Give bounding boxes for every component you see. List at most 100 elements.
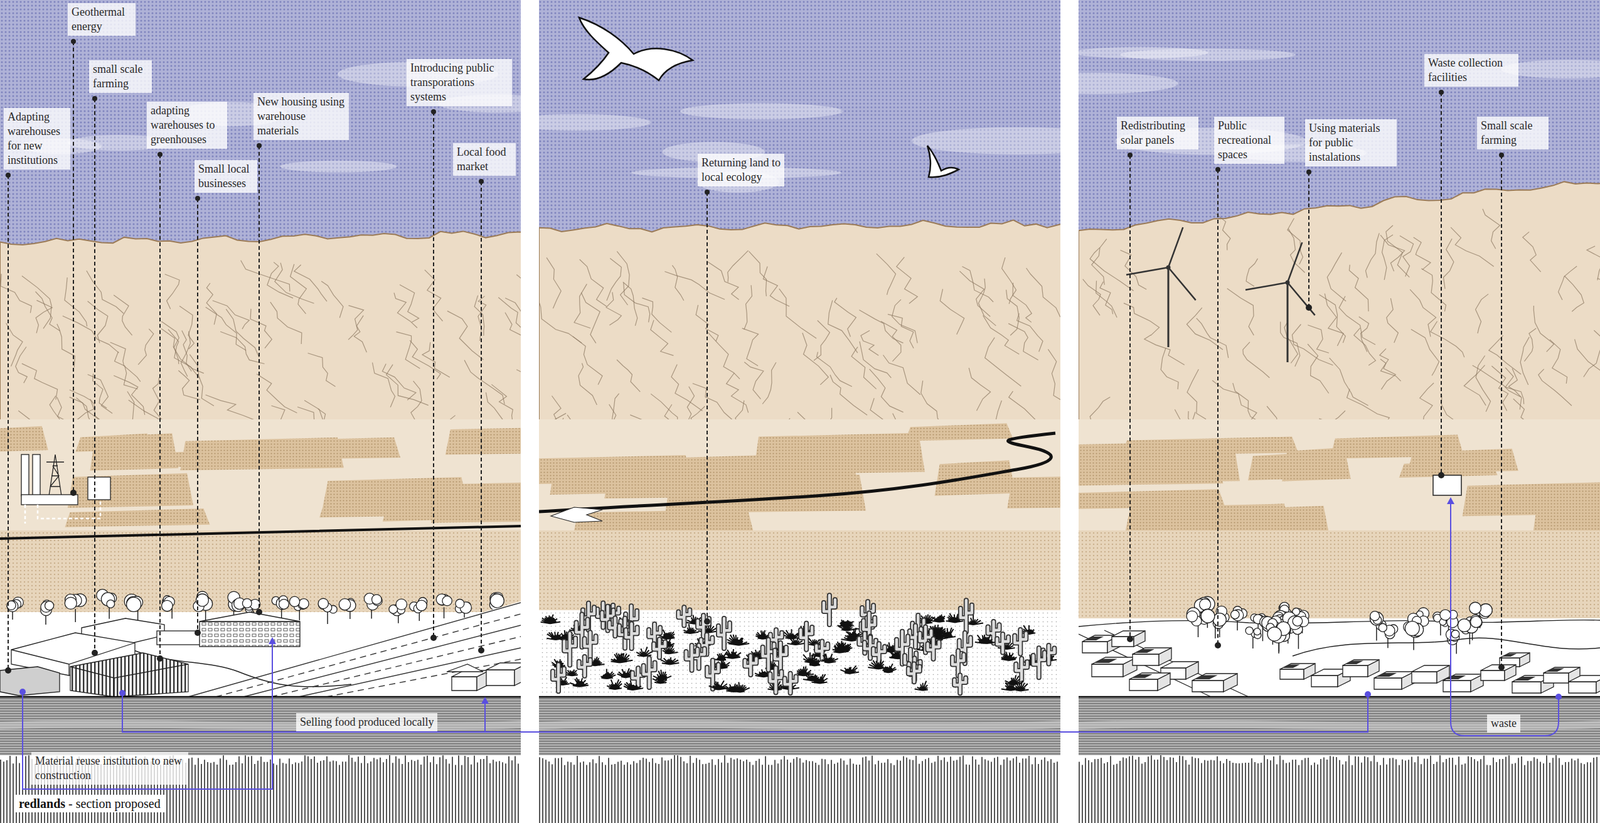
tree-crown (1451, 629, 1460, 639)
contour-line (386, 364, 429, 406)
contour-line (858, 309, 903, 344)
bedrock-line (1103, 762, 1105, 823)
contour-line (816, 352, 853, 387)
contour-line (505, 298, 521, 339)
leader-dot (1126, 635, 1134, 642)
contour-line (813, 320, 830, 361)
house-front (1311, 675, 1338, 687)
bedrock-line (742, 761, 745, 823)
arrow-head (268, 636, 277, 644)
bedrock-line (717, 758, 720, 823)
bedrock-line (326, 756, 328, 823)
bedrock-line (332, 759, 334, 823)
soil-streak (538, 719, 1061, 731)
bedrock-line (1015, 756, 1018, 823)
bedrock-line (454, 764, 457, 823)
contour-line (240, 260, 290, 292)
flow-dot (19, 688, 26, 695)
bedrock-line (1295, 759, 1297, 823)
house-roof (1374, 671, 1415, 678)
soil-band (1078, 696, 1600, 755)
cactus-body (552, 663, 565, 691)
contour-line (1196, 318, 1229, 358)
tree-crown (64, 596, 77, 609)
bedrock-line (489, 762, 491, 823)
bedrock-line (1022, 757, 1024, 823)
bedrock-line (1524, 764, 1526, 823)
cactus-outline (928, 638, 940, 659)
contour-line (409, 340, 441, 379)
contour-line (153, 377, 164, 422)
tree-crown (279, 599, 290, 610)
bedrock-line (1345, 761, 1347, 823)
solar-panel (1194, 674, 1218, 679)
house-roof (1129, 672, 1171, 679)
bedrock-line (1542, 762, 1545, 823)
road-line (271, 636, 521, 697)
bedrock-line (1583, 763, 1585, 823)
bedrock-line (385, 758, 388, 823)
bedrock-line (432, 756, 435, 823)
contour-line (1533, 305, 1554, 352)
cactus-outline (552, 663, 565, 691)
bedrock-line (1530, 760, 1532, 823)
bedrock-line (363, 755, 366, 823)
bedrock-line (12, 762, 14, 823)
field-parcel (445, 425, 521, 455)
bedrock-line (793, 758, 795, 823)
desert-shrub (796, 665, 814, 676)
bedrock-line (316, 762, 319, 823)
bedrock-line (291, 763, 294, 823)
bedrock-line (345, 761, 347, 823)
cactus-body (769, 667, 782, 693)
bedrock-line (335, 761, 337, 823)
contour-line (744, 362, 764, 400)
bedrock-line (398, 758, 400, 823)
desert-shrub (914, 680, 928, 691)
bedrock-line (595, 762, 597, 823)
contour-line (860, 330, 879, 356)
field-parcel (1007, 473, 1061, 509)
bedrock-line (1533, 756, 1535, 823)
bedrock-line (373, 757, 375, 823)
desert-shrub (652, 673, 667, 684)
leader-line (1308, 171, 1310, 308)
contour-line (179, 305, 194, 349)
cloud (538, 114, 651, 131)
bedrock-line (727, 762, 729, 823)
bedrock-line (768, 764, 770, 823)
leader-dot (1438, 471, 1445, 479)
soil-band (538, 696, 1061, 755)
callout-label: Redistributing solar panels (1116, 116, 1199, 150)
contour-line (478, 296, 487, 341)
food-flow (484, 701, 486, 732)
bedrock-line (266, 761, 268, 823)
tree-trunk (1440, 624, 1442, 635)
tree-crown (1292, 616, 1303, 627)
contour-line (1327, 252, 1346, 301)
bedrock-line (1455, 764, 1457, 823)
bedrock-line (1122, 756, 1124, 823)
cactus-body (584, 631, 597, 657)
contour-line (1475, 355, 1491, 412)
cactus-body (960, 599, 972, 632)
bedrock-line (1000, 764, 1002, 823)
bedrock-line (720, 762, 723, 823)
bedrock-line (852, 763, 854, 823)
contour-line (1246, 258, 1258, 287)
tree-crown (1378, 623, 1387, 632)
contour-line (1123, 303, 1160, 336)
callout-label: New housing using warehouse materials (253, 92, 349, 140)
callout-label: Geothermal energy (67, 3, 136, 36)
callout-label: adapting warehouses to greenhouses (146, 101, 228, 149)
callout-label: Local food market (453, 143, 516, 176)
contour-line (579, 259, 607, 307)
bedrock-line (1238, 762, 1240, 823)
house-front (1132, 653, 1159, 666)
contour-line (779, 288, 817, 339)
tree-crown (338, 598, 351, 610)
contour-line (574, 283, 591, 328)
bedrock-line (868, 760, 870, 823)
turbine-blade (1287, 242, 1302, 283)
contour-line (1324, 293, 1344, 346)
